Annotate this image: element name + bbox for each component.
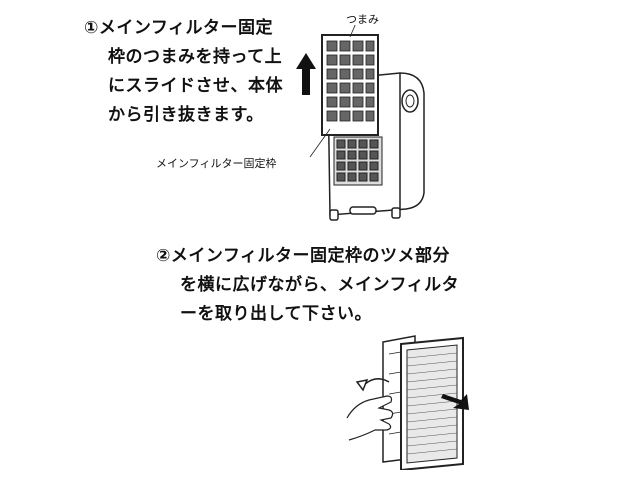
casters [329,206,401,221]
step1-instructions: ①メインフィルター固定 枠のつまみを持って上 にスライドさせ、本体 から引き抜き… [84,14,283,130]
hand-illustration [346,395,394,441]
main-filter [400,336,464,470]
filter-removal-illustration [346,335,469,470]
pull-out-arrow-icon [441,394,469,410]
step2-line-3: ーを取り出して下さい。 [180,304,372,324]
side-handle [401,89,419,113]
spread-arrow-icon [355,378,390,392]
step1-line-4: から引き抜きます。 [108,105,264,125]
step2-line-1: ②メインフィルター固定枠のツメ部分 [156,246,451,266]
filter-frame-raised [321,34,379,136]
step1-line-2: 枠のつまみを持って上 [108,47,283,67]
step1-line-3: にスライドさせ、本体 [108,76,283,96]
unit-illustration [296,25,425,221]
step1-line-1: ①メインフィルター固定 [84,18,274,38]
unit-grille [333,136,383,186]
up-arrow-icon [296,53,316,95]
step2-instructions: ②メインフィルター固定枠のツメ部分 を横に広げながら、メインフィルタ ーを取り出… [156,242,459,329]
step2-line-2: を横に広げながら、メインフィルタ [180,275,460,295]
callout-knob: つまみ [346,13,379,26]
callout-filter-frame: メインフィルター固定枠 [156,157,277,170]
